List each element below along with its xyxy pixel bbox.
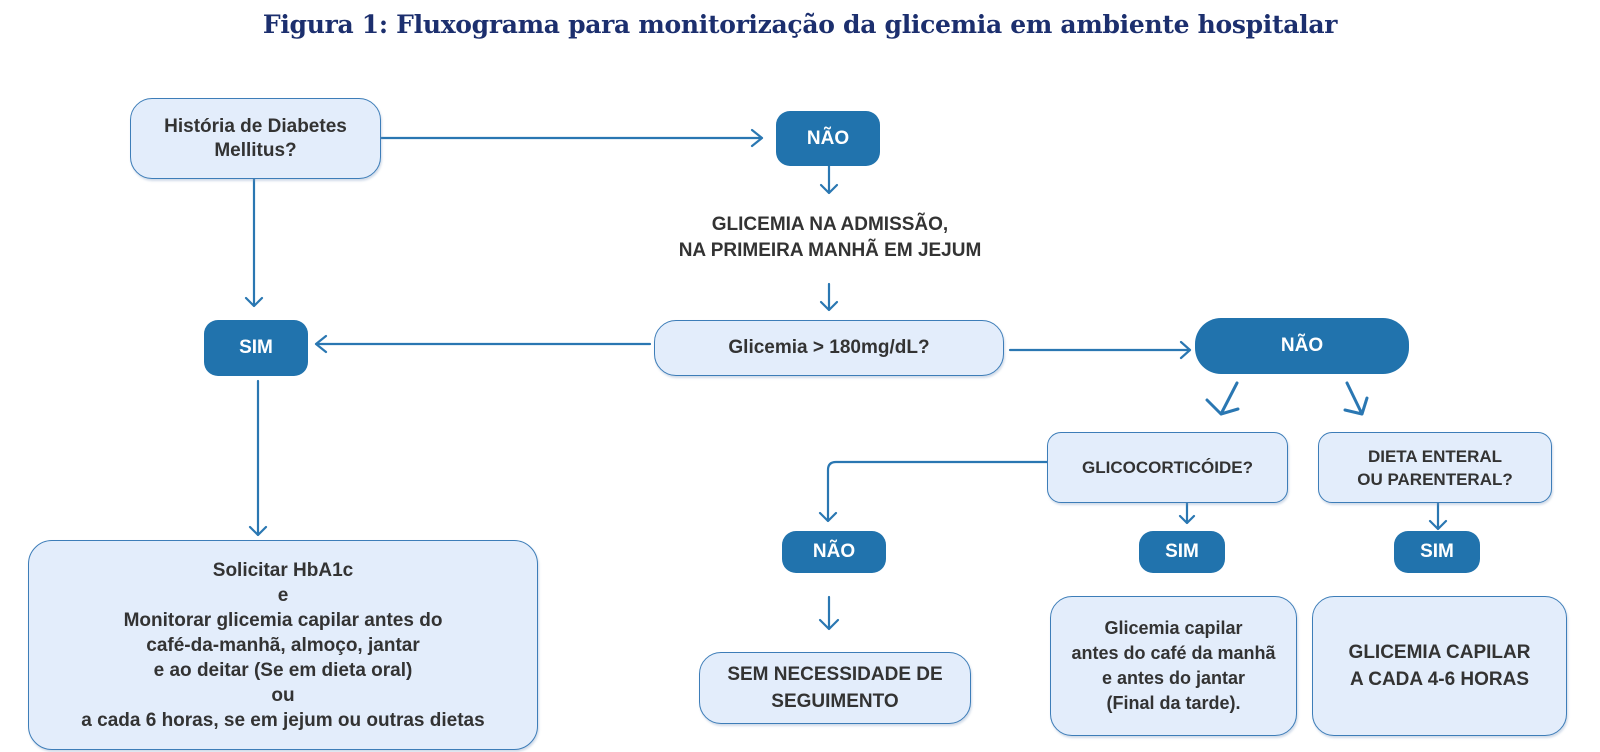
arrow-glucocorticoid-to-no	[818, 460, 1049, 523]
glucocorticoid-question-box: GLICOCORTICÓIDE?	[1047, 432, 1288, 503]
yes-main-node: SIM	[204, 320, 308, 376]
glycemia-question-box: Glicemia > 180mg/dL?	[654, 320, 1004, 376]
arrow-question-to-yes	[314, 334, 652, 354]
no-glucocorticoid-node: NÃO	[782, 531, 886, 573]
arrow-question-to-no	[1008, 340, 1192, 360]
arrow-glucocorticoid-to-yes	[1178, 501, 1196, 525]
no-history-node: NÃO	[776, 111, 880, 166]
arrow-yes-to-hba1c	[248, 379, 268, 537]
arrow-no-to-no-follow-up	[818, 595, 840, 631]
admission-glycemia-text: GLICEMIA NA ADMISSÃO, NA PRIMEIRA MANHÃ …	[678, 214, 982, 261]
diet-action-box: GLICEMIA CAPILAR A CADA 4-6 HORAS	[1312, 596, 1567, 736]
diet-question-box: DIETA ENTERAL OU PARENTERAL?	[1318, 432, 1552, 503]
arrow-admission-to-question	[819, 282, 839, 312]
hba1c-action-box: Solicitar HbA1c e Monitorar glicemia cap…	[28, 540, 538, 750]
no-follow-up-box: SEM NECESSIDADE DE SEGUIMENTO	[699, 652, 971, 724]
yes-diet-node: SIM	[1394, 531, 1480, 573]
glucocorticoid-action-box: Glicemia capilar antes do café da manhã …	[1050, 596, 1297, 736]
arrow-no-to-diet	[1343, 381, 1369, 416]
arrow-no-to-admission	[819, 164, 839, 195]
arrow-history-to-no	[379, 128, 764, 148]
arrow-no-to-glucocorticoid	[1205, 381, 1240, 416]
no-main-node: NÃO	[1195, 318, 1409, 374]
figure-title: Figura 1: Fluxograma para monitorização …	[262, 10, 1338, 39]
yes-glucocorticoid-node: SIM	[1139, 531, 1225, 573]
arrow-diet-to-yes	[1428, 501, 1448, 531]
history-question-box: História de Diabetes Mellitus?	[130, 98, 381, 179]
arrow-history-to-yes	[244, 177, 264, 308]
